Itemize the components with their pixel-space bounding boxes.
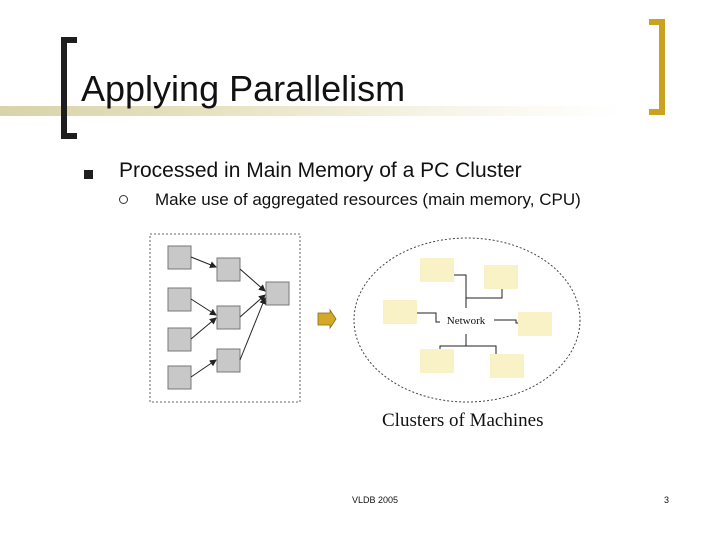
footer-text: VLDB 2005 — [352, 495, 399, 505]
machine-2 — [484, 265, 518, 289]
node-c2-1 — [216, 257, 241, 282]
machine-6 — [490, 354, 524, 378]
left-bracket-decoration — [61, 37, 77, 139]
node-c1-4 — [167, 365, 192, 390]
slide-title: Applying Parallelism — [81, 68, 406, 109]
bullet-level2: Make use of aggregated resources (main m… — [155, 190, 581, 209]
right-arrow-icon — [317, 308, 337, 330]
node-c2-2 — [216, 305, 241, 330]
diagram-caption: Clusters of Machines — [382, 410, 544, 431]
page-number: 3 — [664, 495, 670, 505]
machines — [383, 258, 552, 378]
network-label: Network — [447, 315, 486, 327]
title-underline-bar — [0, 106, 620, 116]
machine-5 — [420, 349, 454, 373]
cluster-ellipse — [353, 237, 581, 403]
machine-3 — [383, 300, 417, 324]
network-label-bg — [440, 312, 492, 328]
node-c3-1 — [265, 281, 290, 306]
node-c1-2 — [167, 287, 192, 312]
circle-bullet-icon — [119, 195, 128, 204]
node-c2-3 — [216, 348, 241, 373]
machine-4 — [518, 312, 552, 336]
node-c1-1 — [167, 245, 192, 270]
bullet-level1: Processed in Main Memory of a PC Cluster — [119, 159, 522, 182]
node-c1-3 — [167, 327, 192, 352]
dataflow-edges — [190, 256, 267, 378]
right-bracket-decoration — [649, 19, 665, 115]
dataflow-nodes — [167, 245, 290, 390]
square-bullet-icon — [84, 170, 93, 179]
dataflow-panel — [149, 233, 301, 403]
machine-1 — [420, 258, 454, 282]
